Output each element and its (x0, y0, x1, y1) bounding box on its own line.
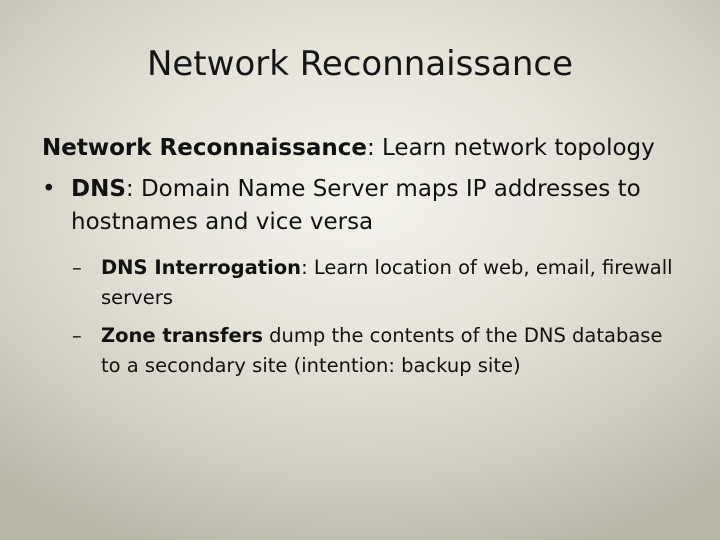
bullet-dns-text: : Domain Name Server maps IP addresses t… (71, 176, 641, 235)
intro-text: : Learn network topology (366, 135, 655, 161)
dash-icon: – (72, 256, 82, 279)
subbullet-zone-transfers-text: dump the contents of the DNS database to… (101, 324, 663, 377)
bullet-dns: • DNS: Domain Name Server maps IP address… (42, 173, 682, 239)
subbullet-dns-interrogation-text: : Learn location of web, email, firewall… (101, 256, 673, 309)
intro-term: Network Reconnaissance (42, 135, 367, 161)
bullet-dns-term: DNS (71, 176, 126, 202)
dash-icon: – (72, 324, 82, 347)
subbullet-zone-transfers-term: Zone transfers (101, 324, 263, 347)
subbullet-dns-interrogation-term: DNS Interrogation (101, 256, 302, 279)
subbullet-dns-interrogation: –DNS Interrogation: Learn location of we… (72, 253, 682, 313)
bullet-icon: • (42, 176, 56, 202)
subbullet-zone-transfers: –Zone transfers dump the contents of the… (72, 321, 682, 381)
slide-title: Network Reconnaissance (146, 44, 574, 84)
slide-body: Network Reconnaissance: Learn network to… (42, 132, 682, 389)
intro-paragraph: Network Reconnaissance: Learn network to… (42, 132, 682, 165)
